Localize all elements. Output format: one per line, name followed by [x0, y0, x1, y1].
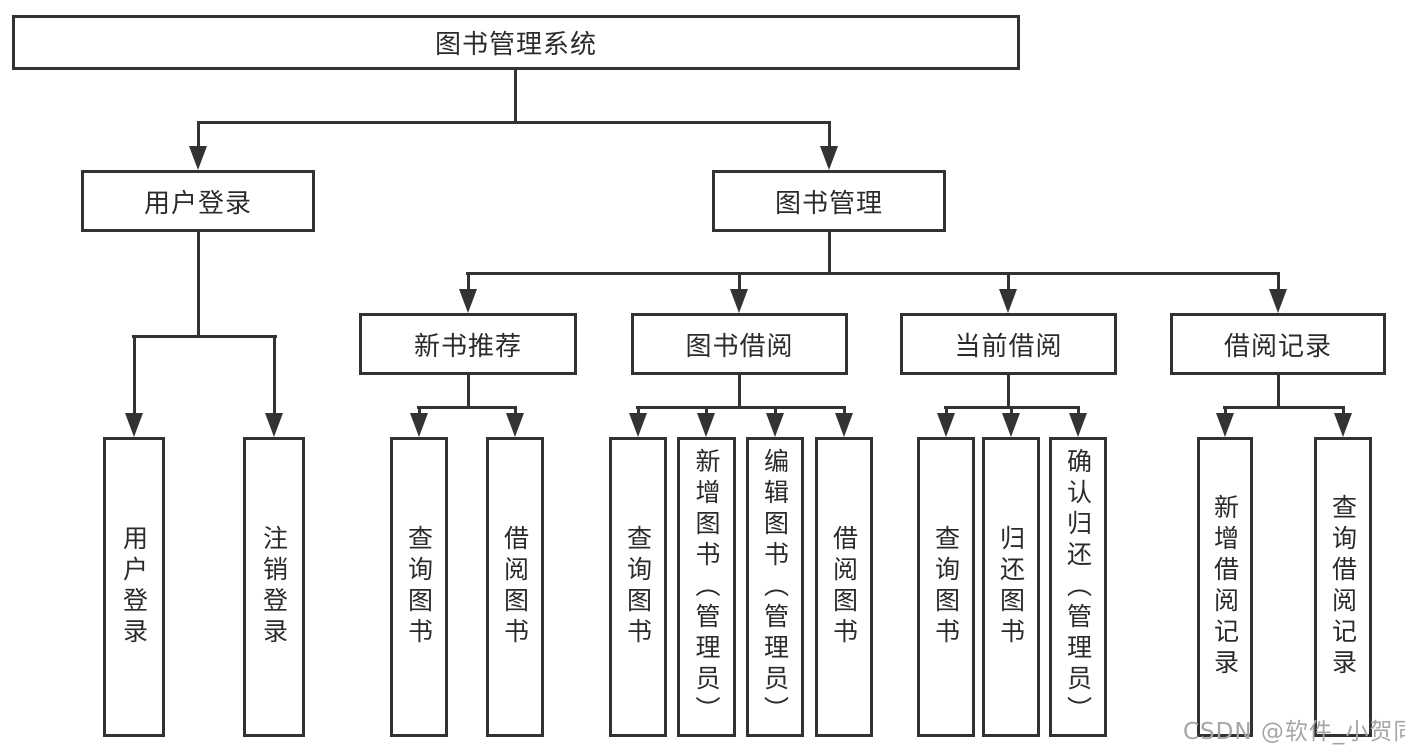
leaf-borrow-edit-label: 编辑图书（管理员）: [760, 447, 790, 727]
arrow-down-icon: [697, 413, 715, 437]
leaf-current-query: 查询图书: [917, 437, 975, 737]
node-book-mgmt-label: 图书管理: [774, 188, 883, 219]
leaf-current-return-label: 归还图书: [996, 525, 1026, 649]
leaf-newbook-borrow: 借阅图书: [486, 437, 544, 737]
node-book-mgmt: 图书管理: [712, 170, 946, 232]
connector-line: [418, 409, 421, 413]
connector-line: [774, 409, 777, 413]
connector-line: [1007, 275, 1010, 289]
leaf-current-return: 归还图书: [982, 437, 1040, 737]
connector-line: [828, 232, 831, 275]
node-book-borrow: 图书借阅: [631, 313, 848, 375]
connector-line: [1010, 409, 1013, 413]
leaf-borrow-query: 查询图书: [609, 437, 667, 737]
arrow-down-icon: [189, 146, 207, 170]
arrow-down-icon: [265, 413, 283, 437]
connector-line: [467, 275, 470, 289]
leaf-user-login: 用户登录: [103, 437, 165, 737]
connector-line: [828, 124, 831, 146]
connector-line: [1223, 406, 1345, 409]
leaf-record-add: 新增借阅记录: [1197, 437, 1253, 737]
node-new-book: 新书推荐: [359, 313, 577, 375]
arrow-down-icon: [820, 146, 838, 170]
connector-line: [738, 375, 741, 409]
connector-line: [945, 409, 948, 413]
arrow-down-icon: [459, 289, 477, 313]
connector-line: [466, 272, 1280, 275]
arrow-down-icon: [410, 413, 428, 437]
leaf-record-query: 查询借阅记录: [1314, 437, 1372, 737]
connector-line: [1077, 409, 1080, 413]
arrow-down-icon: [937, 413, 955, 437]
arrow-down-icon: [1334, 413, 1352, 437]
leaf-borrow-add-label: 新增图书（管理员）: [692, 447, 721, 727]
connector-line: [843, 409, 846, 413]
node-book-borrow-label: 图书借阅: [685, 331, 794, 362]
connector-line: [197, 121, 831, 124]
leaf-newbook-query: 查询图书: [390, 437, 448, 737]
arrow-down-icon: [1216, 413, 1234, 437]
arrow-down-icon: [125, 413, 143, 437]
node-new-book-label: 新书推荐: [413, 331, 522, 362]
arrow-down-icon: [835, 413, 853, 437]
connector-line: [197, 232, 200, 338]
leaf-borrow-borrow-label: 借阅图书: [829, 525, 859, 649]
node-user-login: 用户登录: [81, 170, 315, 232]
arrow-down-icon: [1069, 413, 1087, 437]
connector-line: [133, 338, 136, 413]
leaf-current-query-label: 查询图书: [931, 525, 961, 649]
connector-line: [1277, 375, 1280, 409]
connector-line: [273, 338, 276, 413]
connector-line: [1007, 375, 1010, 409]
connector-line: [1224, 409, 1227, 413]
leaf-logout-label: 注销登录: [259, 525, 289, 649]
connector-line: [637, 409, 640, 413]
connector-line: [417, 406, 517, 409]
arrow-down-icon: [1269, 289, 1287, 313]
node-root: 图书管理系统: [12, 15, 1020, 70]
arrow-down-icon: [766, 413, 784, 437]
node-root-label: 图书管理系统: [434, 30, 597, 60]
arrow-down-icon: [1002, 413, 1020, 437]
connector-line: [705, 409, 708, 413]
connector-line: [467, 375, 470, 409]
connector-line: [514, 409, 517, 413]
connector-line: [514, 70, 517, 124]
connector-line: [636, 406, 846, 409]
node-user-login-label: 用户登录: [143, 188, 252, 219]
csdn-watermark: CSDN @软件_小贺同学: [1183, 719, 1405, 745]
leaf-newbook-query-label: 查询图书: [404, 525, 434, 649]
node-borrow-record-label: 借阅记录: [1223, 331, 1332, 362]
connector-line: [1277, 275, 1280, 289]
leaf-current-confirm: 确认归还（管理员）: [1049, 437, 1107, 737]
leaf-user-login-label: 用户登录: [119, 525, 149, 649]
arrow-down-icon: [730, 289, 748, 313]
arrow-down-icon: [999, 289, 1017, 313]
leaf-logout: 注销登录: [243, 437, 305, 737]
connector-line: [1342, 409, 1345, 413]
node-current-borrow: 当前借阅: [900, 313, 1117, 375]
arrow-down-icon: [629, 413, 647, 437]
leaf-borrow-edit: 编辑图书（管理员）: [746, 437, 804, 737]
connector-line: [944, 406, 1080, 409]
leaf-borrow-borrow: 借阅图书: [815, 437, 873, 737]
leaf-current-confirm-label: 确认归还（管理员）: [1063, 447, 1093, 727]
node-current-borrow-label: 当前借阅: [954, 331, 1063, 362]
leaf-borrow-query-label: 查询图书: [623, 525, 653, 649]
leaf-record-add-label: 新增借阅记录: [1210, 494, 1240, 680]
arrow-down-icon: [506, 413, 524, 437]
connector-line: [132, 335, 277, 338]
leaf-newbook-borrow-label: 借阅图书: [500, 525, 530, 649]
connector-line: [738, 275, 741, 289]
leaf-record-query-label: 查询借阅记录: [1328, 494, 1358, 680]
connector-line: [197, 124, 200, 146]
leaf-borrow-add: 新增图书（管理员）: [677, 437, 736, 737]
node-borrow-record: 借阅记录: [1170, 313, 1386, 375]
